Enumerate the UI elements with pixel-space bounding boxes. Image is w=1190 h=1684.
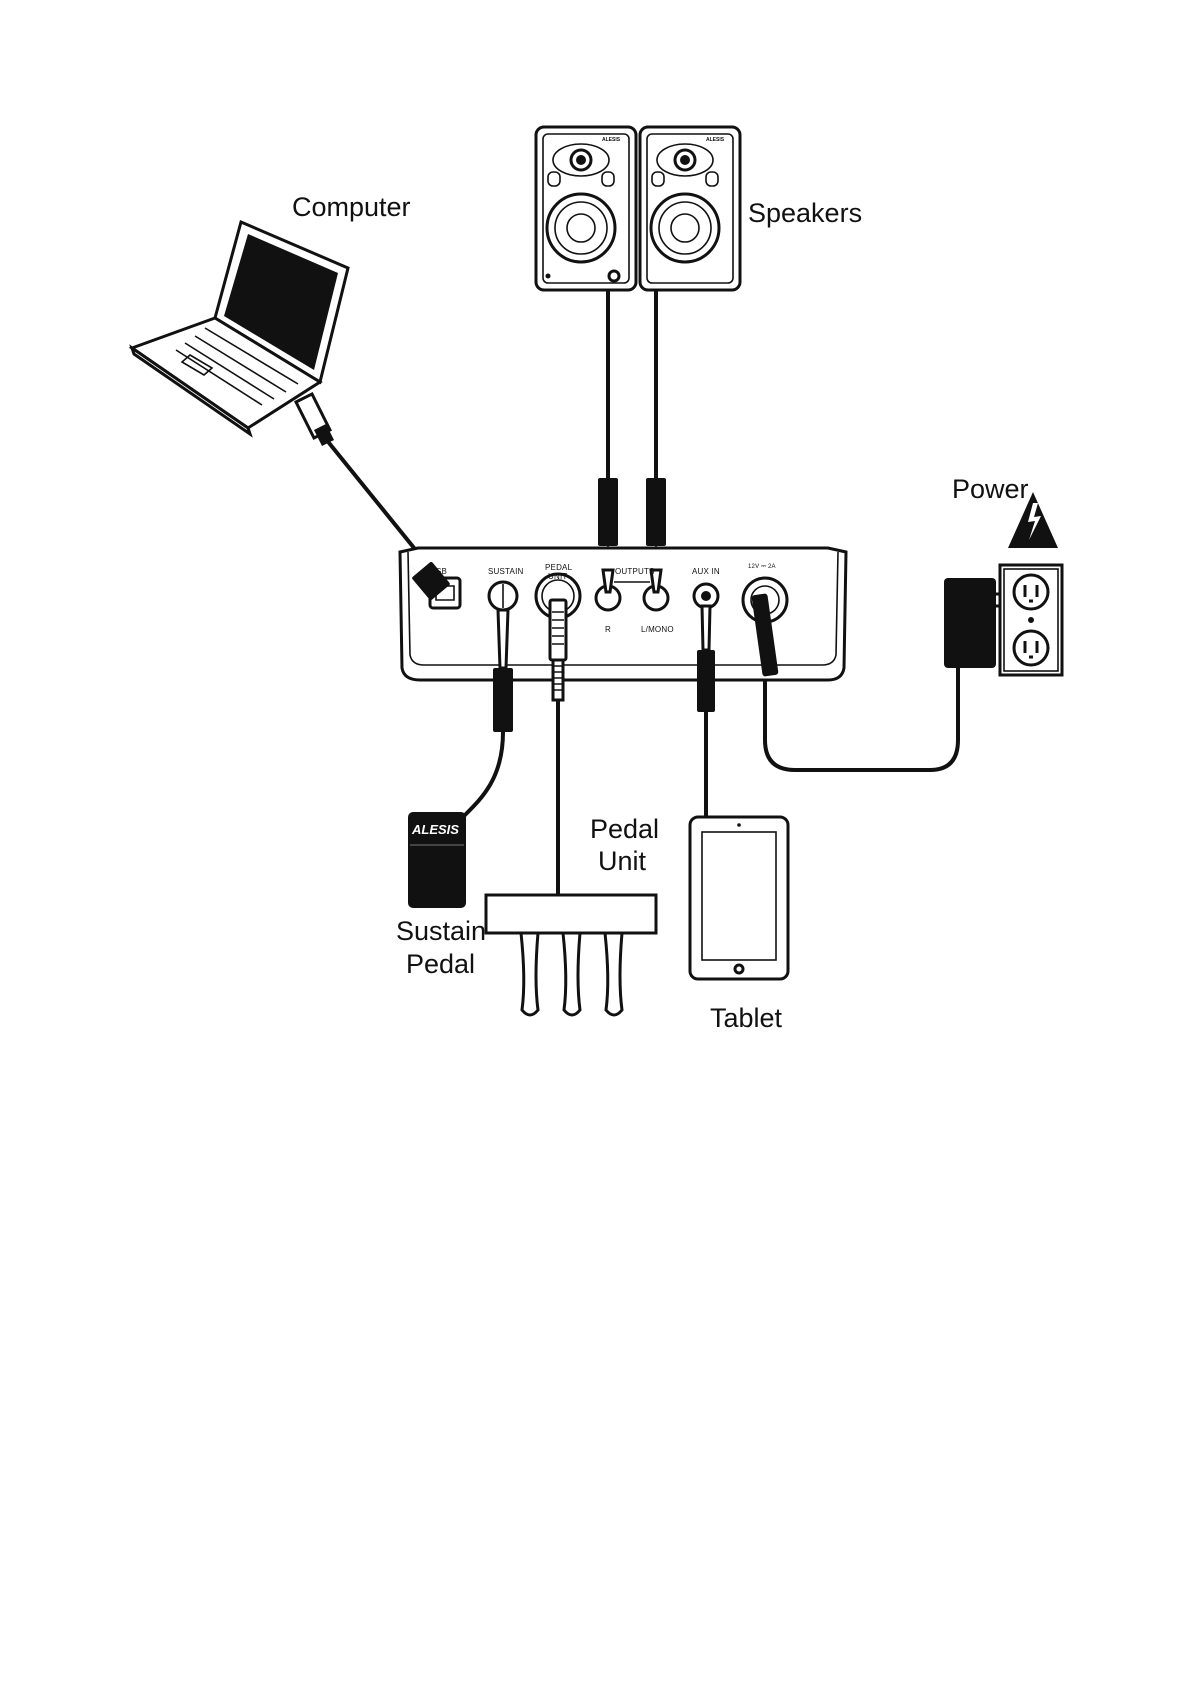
power-icon [944,492,1062,675]
speaker-right-brand: ALESIS [706,137,725,143]
power-cable [765,668,958,770]
port-label-power-rating: 12V ⎓ 2A [748,564,776,570]
port-label-unit: UNIT [548,572,567,581]
speaker-right: ALESIS [640,127,740,290]
label-tablet: Tablet [710,1003,783,1033]
label-pedal-unit-line1: Pedal [590,814,659,844]
port-label-r: R [605,625,611,634]
speaker-left-brand: ALESIS [602,137,621,143]
port-label-aux-in: AUX IN [692,567,720,576]
label-power: Power [952,474,1029,504]
port-label-pedal: PEDAL [545,563,573,572]
speakers-icon: ALESIS ALESIS [536,127,740,590]
sustain-cable [462,732,503,818]
tablet-icon [690,817,788,979]
port-label-outputs: OUTPUTS [615,567,655,576]
sustain-pedal-icon: ALESIS [408,812,466,908]
port-label-l-mono: L/MONO [641,625,674,634]
laptop-icon [132,222,348,446]
pedal-unit-icon [486,895,656,1015]
rear-panel: USB SUSTAIN PEDAL UNIT OUTPUTS R L/MONO … [400,548,846,732]
label-pedal-unit-line2: Unit [598,846,647,876]
sustain-pedal-logo: ALESIS [411,822,459,837]
label-sustain-pedal-line1: Sustain [396,916,486,946]
label-speakers: Speakers [748,198,862,228]
port-label-usb: USB [430,567,447,576]
port-label-sustain: SUSTAIN [488,567,524,576]
label-sustain-pedal-line2: Pedal [406,949,475,979]
speaker-left: ALESIS [536,127,636,290]
label-computer: Computer [292,192,411,222]
